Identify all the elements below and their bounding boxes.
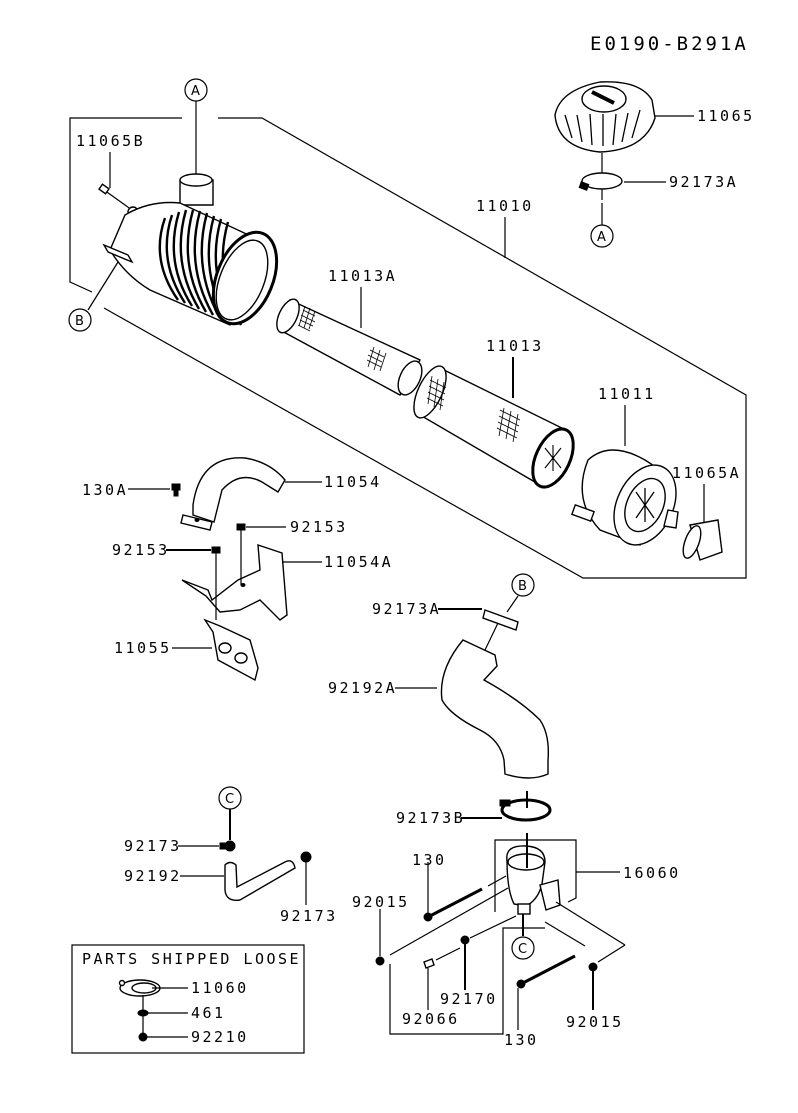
clamp-92173A-top: A [578, 153, 623, 248]
hose-92192A [440, 639, 550, 779]
label-92015-right: 92015 [566, 1013, 624, 1031]
parts-shipped-loose-box: PARTS SHIPPED LOOSE 11060 461 92210 [71, 944, 305, 1054]
air-cleaner-housing [102, 173, 279, 326]
label-11055: 11055 [114, 639, 172, 657]
label-11011: 11011 [598, 385, 656, 403]
callout-a-top: A [184, 78, 208, 175]
precleaner-bracket-16060 [494, 839, 620, 912]
loose-box-title: PARTS SHIPPED LOOSE [82, 950, 301, 968]
pin-92066 [423, 947, 461, 1010]
assembly-bracket-11010 [69, 117, 747, 579]
loose-item-92210: 92210 [191, 1028, 249, 1046]
label-92170: 92170 [440, 990, 498, 1008]
label-92192: 92192 [124, 867, 182, 885]
label-11010: 11010 [476, 197, 534, 215]
label-92192A: 92192A [328, 679, 397, 697]
svg-text:B: B [75, 314, 84, 329]
label-92173-a: 92173 [124, 837, 182, 855]
cap-11065 [554, 81, 656, 153]
label-11065A: 11065A [672, 464, 741, 482]
label-11013: 11013 [486, 337, 544, 355]
svg-text:C: C [518, 942, 527, 957]
callout-c-precleaner: C [511, 914, 535, 960]
label-92153-a: 92153 [290, 518, 348, 536]
inner-filter-11013A [276, 298, 423, 396]
label-130A: 130A [82, 481, 128, 499]
label-92173B: 92173B [396, 809, 465, 827]
label-11065B: 11065B [76, 132, 145, 150]
svg-text:C: C [225, 792, 234, 807]
valve-11065A [682, 519, 723, 561]
clip-92170 [460, 915, 517, 990]
outer-filter-11013 [413, 365, 575, 489]
label-92173A-top: 92173A [669, 173, 738, 191]
label-92066: 92066 [402, 1010, 460, 1028]
label-11013A: 11013A [328, 267, 397, 285]
label-16060: 16060 [623, 864, 681, 882]
label-11054: 11054 [324, 473, 382, 491]
bolt-130A [171, 483, 181, 497]
svg-text:A: A [191, 84, 200, 99]
bracket-11054A [181, 544, 288, 621]
callout-b-left: B [68, 261, 119, 332]
clamp-92173A-hose [482, 609, 519, 651]
label-130-top: 130 [412, 851, 447, 869]
bolt-130-bottom [516, 921, 586, 1030]
bracket-11054 [180, 457, 286, 531]
clamp-92173-a [219, 840, 236, 852]
label-92153-b: 92153 [112, 541, 170, 559]
svg-text:B: B [518, 579, 527, 594]
label-92173A-hose: 92173A [372, 600, 441, 618]
precleaner-bowl [506, 833, 561, 915]
hose-92192 [224, 860, 296, 901]
loose-item-11060: 11060 [191, 979, 249, 997]
label-130-bottom: 130 [504, 1031, 539, 1049]
dust-cup-11011 [570, 449, 679, 546]
bolt-130-top [423, 875, 507, 922]
subassembly-bracket [389, 927, 545, 1035]
loose-item-461: 461 [191, 1004, 226, 1022]
bolt-92153-b [211, 546, 221, 620]
clamp-92173B [499, 791, 552, 822]
label-11065: 11065 [697, 107, 755, 125]
bolt-92153-a [236, 523, 246, 585]
label-11054A: 11054A [324, 553, 393, 571]
clamp-92173-b [300, 851, 312, 905]
label-92173-b: 92173 [280, 907, 338, 925]
label-92015-left: 92015 [352, 893, 410, 911]
plate-11055 [203, 618, 259, 682]
callout-b-hose: B [506, 573, 535, 613]
callout-c-hose: C [218, 786, 242, 840]
nut-92015-left [375, 887, 509, 966]
nut-92015-right [555, 901, 626, 1010]
diagram-code: E0190-B291A [590, 33, 749, 55]
svg-text:A: A [597, 230, 606, 245]
